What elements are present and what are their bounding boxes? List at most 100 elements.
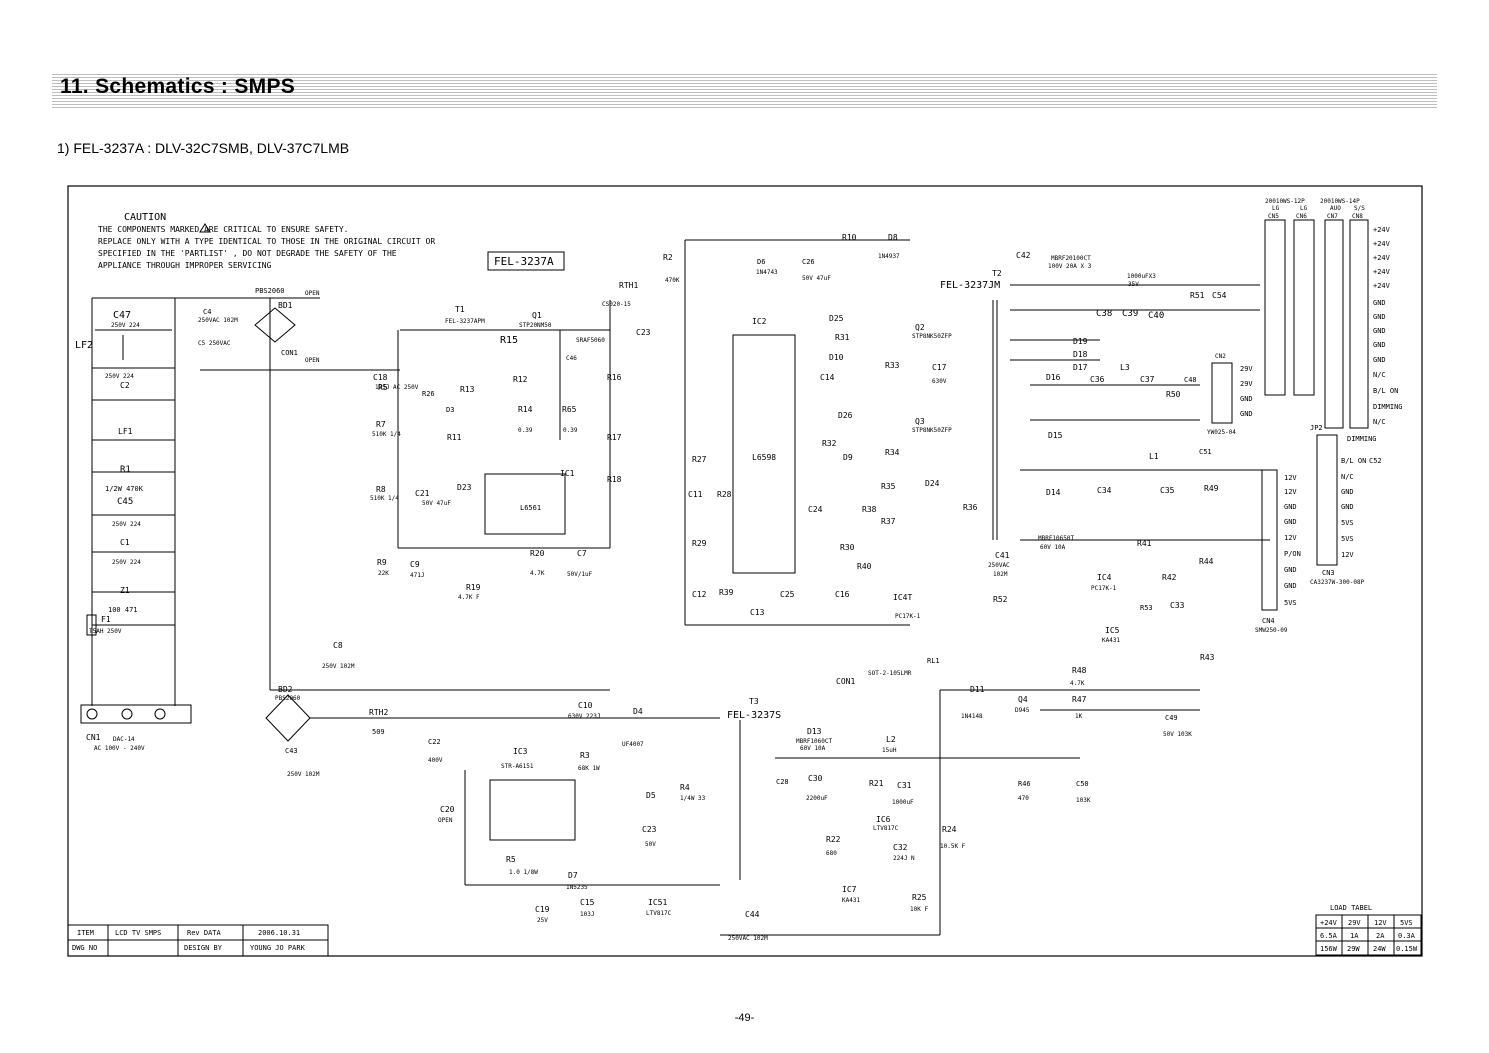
- component-label: C18: [373, 373, 388, 382]
- component-label: GND: [1240, 395, 1253, 403]
- component-label: 12V: [1284, 474, 1297, 482]
- component-label: LTV817C: [873, 825, 899, 832]
- component-label: R5: [506, 855, 516, 864]
- component-label: R5: [378, 383, 388, 392]
- transformer-t2: [992, 284, 1270, 541]
- component-label: C30: [808, 774, 823, 783]
- component-label: R37: [881, 517, 896, 526]
- component-label: GND: [1284, 503, 1297, 511]
- component-label: C38: [1096, 309, 1112, 319]
- component-label: 250V 224: [111, 322, 140, 329]
- component-label: RTH2: [369, 708, 388, 717]
- component-label: 103J: [580, 911, 594, 918]
- component-label: 29V: [1240, 365, 1253, 373]
- component-label: C17: [932, 363, 947, 372]
- caution-line: SPECIFIED IN THE 'PARTLIST' , DO NOT DEG…: [98, 249, 397, 258]
- component-label: B/L ON: [1341, 457, 1366, 465]
- schematic-wire: [86, 614, 97, 636]
- component-label: Q2: [915, 323, 925, 332]
- component-label: D7: [568, 871, 578, 880]
- component-label: +24V: [1373, 268, 1391, 276]
- component-label: 4.7K F: [458, 594, 480, 601]
- component-label: 1000uFX3: [1127, 273, 1156, 280]
- component-label: 1N4937: [878, 253, 900, 260]
- schematic-frame: [67, 185, 1423, 957]
- component-label: CON1: [281, 349, 298, 357]
- component-label: L3: [1120, 363, 1130, 372]
- component-label: T3: [749, 697, 759, 706]
- component-label: STP8NK50ZFP: [912, 333, 952, 340]
- component-label: SMW250-09: [1255, 627, 1288, 634]
- component-label: 1/2W 470K: [105, 485, 144, 493]
- title-block: [67, 924, 329, 957]
- component-label: IC3: [513, 747, 528, 756]
- component-label: N/C: [1341, 473, 1354, 481]
- component-label: CN4: [1262, 617, 1275, 625]
- caution-line: REPLACE ONLY WITH A TYPE IDENTICAL TO TH…: [98, 237, 435, 246]
- cn1-part: DAC-14: [113, 736, 135, 743]
- component-label: 250VAC 102M: [198, 317, 238, 324]
- t2-label: FEL-3237JM: [940, 280, 1000, 291]
- component-label: 470: [1018, 795, 1029, 802]
- component-label: C51: [1199, 448, 1212, 456]
- component-label: R32: [822, 439, 837, 448]
- top-header: 20010WS-14P: [1320, 198, 1360, 205]
- component-label: 12V: [1341, 551, 1354, 559]
- component-label: IC6: [876, 815, 891, 824]
- component-label: 12V: [1284, 488, 1297, 496]
- schematic-wire: [121, 708, 133, 720]
- component-label: R51: [1190, 291, 1205, 300]
- component-label: CA3237W-300-08P: [1310, 579, 1365, 586]
- component-label: D25: [829, 314, 844, 323]
- component-label: CS020-15: [602, 301, 631, 308]
- component-label: C34: [1097, 486, 1112, 495]
- component-label: R34: [885, 448, 900, 457]
- component-label: C14: [820, 373, 835, 382]
- component-label: 0.3A: [1398, 932, 1416, 940]
- component-label: Q3: [915, 417, 925, 426]
- component-label: BD1: [278, 301, 293, 310]
- component-label: R24: [942, 825, 957, 834]
- component-label: CN7: [1327, 213, 1338, 220]
- component-label: D24: [925, 479, 940, 488]
- component-label: GND: [1240, 410, 1253, 418]
- component-label: DWG NO: [72, 944, 97, 952]
- component-label: 29W: [1347, 945, 1360, 953]
- schematic-wire: [1324, 219, 1344, 429]
- component-label: R46: [1018, 780, 1031, 788]
- component-label: 50V/1uF: [567, 571, 593, 578]
- component-label: 5VS: [1341, 519, 1354, 527]
- component-label: R7: [376, 420, 386, 429]
- component-label: SRAF5060: [576, 337, 605, 344]
- component-label: R19: [466, 583, 481, 592]
- component-label: 12V: [1284, 534, 1297, 542]
- component-label: PC17K-1: [895, 613, 921, 620]
- component-label: R22: [826, 835, 841, 844]
- component-label: C52: [1369, 457, 1382, 465]
- component-label: R1: [120, 465, 131, 475]
- caution-heading: CAUTION: [124, 212, 166, 223]
- component-label: 1N5235: [566, 884, 588, 891]
- component-label: R38: [862, 505, 877, 514]
- schematic-wire: [1261, 469, 1278, 611]
- component-label: R16: [607, 373, 622, 382]
- component-label: C49: [1165, 714, 1178, 722]
- component-label: R30: [840, 543, 855, 552]
- component-label: 5VS: [1400, 919, 1413, 927]
- component-label: C40: [1148, 311, 1164, 321]
- board-label-box: [487, 251, 565, 271]
- component-label: D13: [807, 727, 822, 736]
- component-label: D11: [970, 685, 985, 694]
- component-label: C36: [1090, 375, 1105, 384]
- component-label: 630V 223J: [568, 713, 601, 720]
- component-label: R13: [460, 385, 475, 394]
- component-label: ITEM: [77, 929, 94, 937]
- component-label: IC1: [560, 469, 575, 478]
- component-label: OPEN: [305, 357, 320, 364]
- component-label: R17: [607, 433, 622, 442]
- component-label: C23: [642, 825, 657, 834]
- component-label: 1/4W 33: [680, 795, 706, 802]
- component-label: C5 250VAC: [198, 340, 231, 347]
- t1-label: FEL-3237APM: [445, 318, 485, 325]
